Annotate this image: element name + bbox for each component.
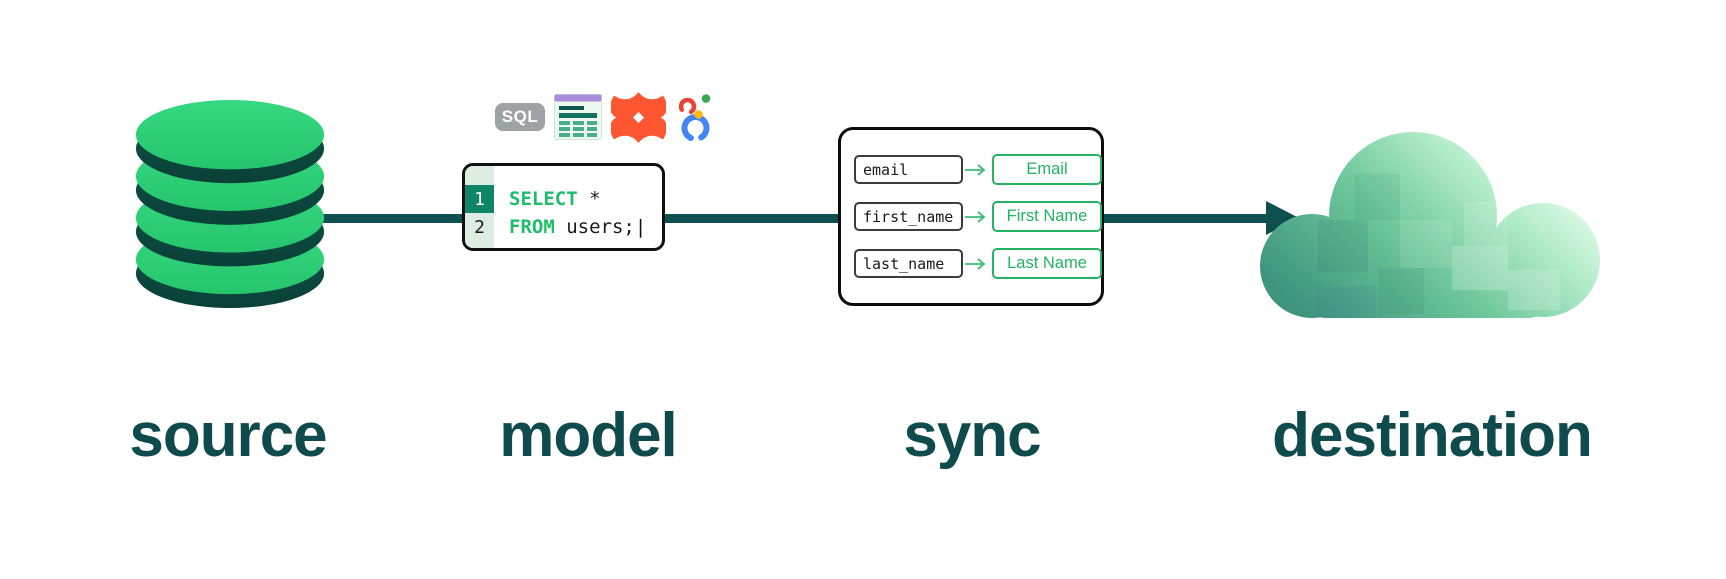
database-disk-1 — [135, 99, 325, 184]
sql-badge-icon: SQL — [495, 103, 545, 131]
stage-label-model: model — [499, 401, 678, 470]
sql-code-editor: 1 2 SELECT * FROM users;| — [462, 163, 665, 251]
destination-field: First Name — [992, 201, 1102, 232]
mapping-arrow-icon — [965, 163, 986, 176]
source-field: email — [854, 155, 963, 184]
line-number-gutter: 1 2 — [465, 166, 494, 248]
stage-label-sync: sync — [903, 401, 1041, 470]
sql-code: SELECT * FROM users;| — [494, 166, 646, 248]
source-field: last_name — [854, 249, 963, 278]
text-cursor: | — [634, 216, 647, 238]
mapping-arrow-icon — [965, 257, 986, 270]
cloud-shape — [1260, 132, 1600, 318]
destination-field: Last Name — [992, 248, 1102, 279]
mapping-arrow-icon — [965, 210, 986, 223]
source-field: first_name — [854, 202, 963, 231]
destination-cloud-icon — [1260, 132, 1600, 318]
sync-mapping-panel: email Email first_name First Name last_n… — [838, 127, 1104, 306]
sql-keyword: FROM — [509, 216, 555, 238]
spreadsheet-icon — [554, 94, 602, 140]
sql-text: users; — [554, 216, 635, 238]
model-tool-icons: SQL — [495, 90, 715, 144]
stage-label-destination: destination — [1272, 401, 1593, 470]
source-database-icon — [135, 99, 325, 309]
sql-keyword: SELECT — [509, 188, 578, 210]
looker-icon — [678, 94, 711, 142]
cloud-pixel-texture — [1316, 174, 1560, 318]
dbt-icon — [611, 91, 666, 143]
line-number-1: 1 — [465, 185, 494, 213]
mapping-row: last_name Last Name — [854, 248, 1102, 279]
destination-field: Email — [992, 154, 1102, 185]
mapping-row: email Email — [854, 154, 1102, 185]
line-number-2: 2 — [474, 216, 485, 238]
pipeline-connector-line — [320, 214, 1270, 223]
mapping-row: first_name First Name — [854, 201, 1102, 232]
sql-text: * — [577, 188, 601, 210]
stage-label-source: source — [129, 401, 327, 470]
